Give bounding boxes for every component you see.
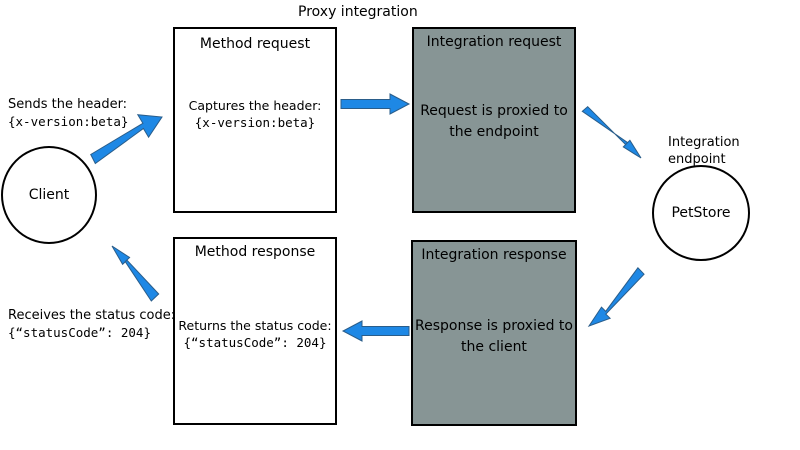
client-receives-annotation: Receives the status code: {“statusCode”:… [8,307,175,341]
integration-request-body-line1: Request is proxied to [420,103,568,119]
integration-response-body-line1: Response is proxied to [415,318,573,334]
arrow-integration-request-to-petstore [581,106,642,159]
petstore-node: PetStore [652,165,750,261]
integration-endpoint-label: Integration endpoint [668,134,740,168]
integration-response-body-line2: the client [461,339,527,355]
client-label: Client [28,187,70,203]
integration-request-body-line2: the endpoint [449,124,539,140]
integration-response-title: Integration response [421,247,567,263]
integration-response-box: Integration response Response is proxied… [411,240,577,426]
arrow-client-to-method-request [90,114,163,165]
integration-response-body: Response is proxied to the client [413,316,575,358]
client-receives-value: {“statusCode”: 204} [8,325,151,340]
method-response-body: Returns the status code: {“statusCode”: … [175,317,335,351]
integration-request-box: Integration request Request is proxied t… [412,27,576,213]
client-receives-label: Receives the status code: [8,308,176,323]
method-response-title: Method response [194,244,316,260]
client-sends-annotation: Sends the header: {x-version:beta} [8,96,128,130]
method-request-body: Captures the header: {x-version:beta} [175,97,335,131]
client-sends-value: {x-version:beta} [8,114,129,129]
arrow-integration-response-to-method-response [341,320,410,342]
method-request-body-value: {x-version:beta} [194,115,316,130]
method-request-title: Method request [199,36,311,52]
method-response-body-value: {“statusCode”: 204} [183,335,327,350]
client-node: Client [1,146,97,244]
method-request-body-label: Captures the header: [188,98,322,113]
integration-endpoint-label-line2: endpoint [668,152,726,167]
method-request-box: Method request Captures the header: {x-v… [173,27,337,213]
petstore-label: PetStore [671,205,731,221]
integration-request-body: Request is proxied to the endpoint [414,101,574,143]
diagram-title: Proxy integration [298,4,418,20]
arrow-method-response-to-client [111,245,160,302]
arrow-petstore-to-integration-response [587,267,645,327]
integration-endpoint-label-line1: Integration [668,135,740,150]
method-response-body-label: Returns the status code: [178,318,332,333]
client-sends-label: Sends the header: [8,97,128,112]
method-response-box: Method response Returns the status code:… [173,237,337,425]
arrow-method-request-to-integration-request [340,93,411,115]
integration-request-title: Integration request [426,34,562,50]
